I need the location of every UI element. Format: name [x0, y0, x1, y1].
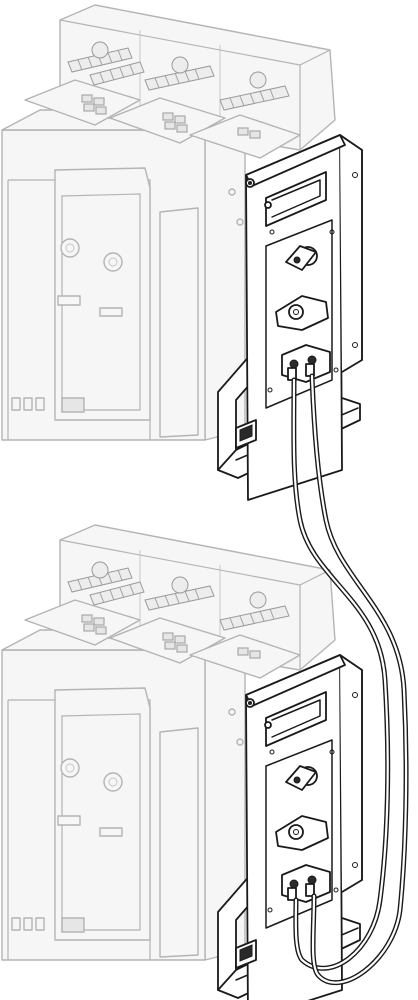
lower-breaker: [1, 524, 363, 1000]
upper-breaker: [1, 4, 363, 501]
interlock-cables: [291, 373, 409, 986]
